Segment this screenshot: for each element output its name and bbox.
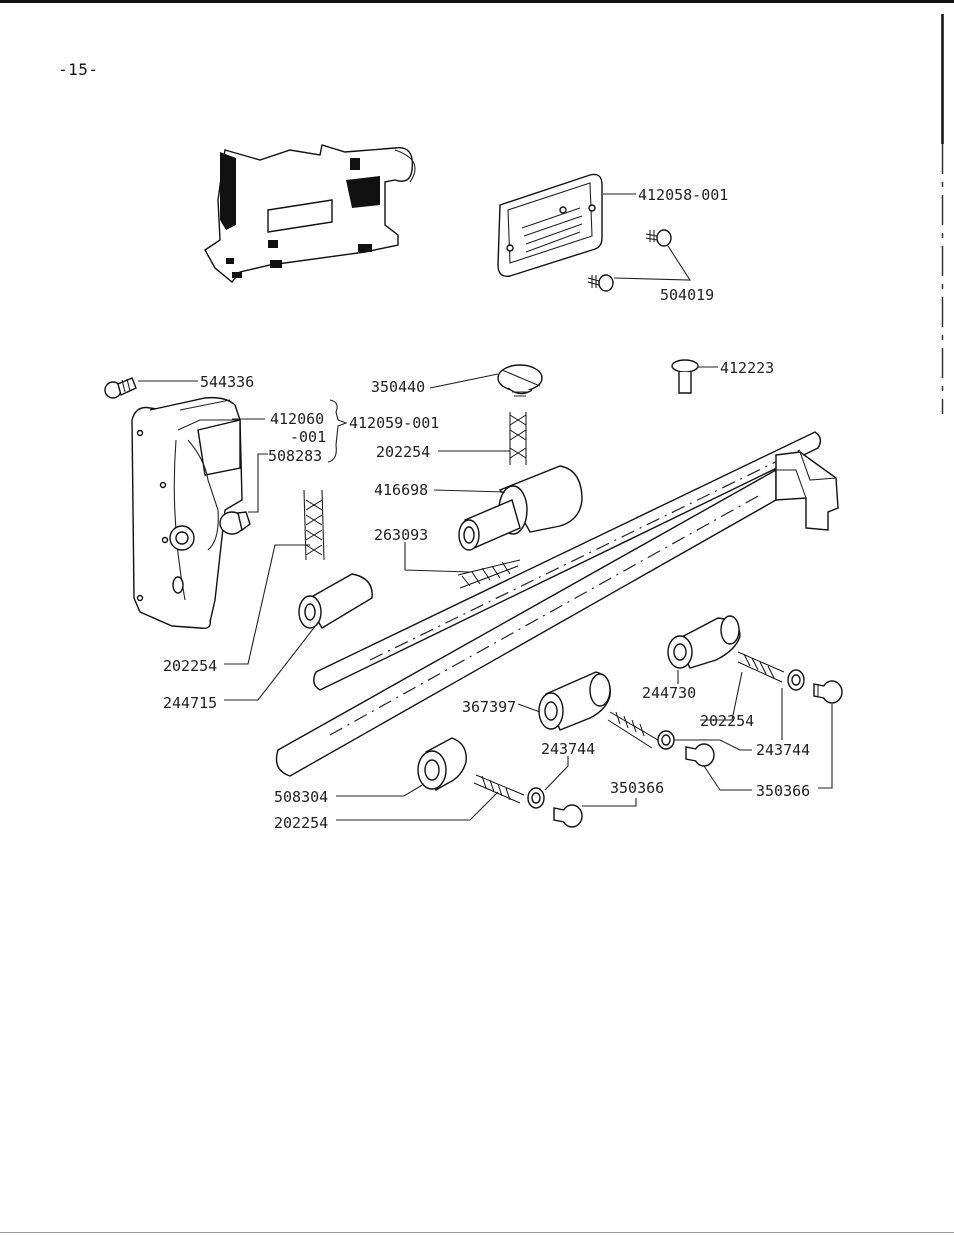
washer-middle bbox=[657, 730, 675, 750]
label-cover-screws: 504019 bbox=[660, 286, 714, 304]
bushing-upper bbox=[458, 465, 583, 551]
washer-right bbox=[787, 669, 805, 691]
label-stud: 412223 bbox=[720, 359, 774, 377]
label-wick-right: 202254 bbox=[700, 712, 754, 730]
label-bushing-left: 244715 bbox=[163, 694, 217, 712]
bushing-right-upper bbox=[667, 615, 741, 669]
label-oil-cap: 350440 bbox=[371, 378, 425, 396]
crank-shaft bbox=[275, 451, 839, 777]
label-screw-middle: 350366 bbox=[610, 779, 664, 797]
screw-middle bbox=[685, 743, 715, 767]
screw-lower bbox=[553, 804, 583, 828]
label-face-plate: 412060 bbox=[270, 410, 324, 428]
label-washer-middle: 243744 bbox=[541, 740, 595, 758]
wick-lower bbox=[473, 774, 525, 804]
oil-cap bbox=[497, 364, 543, 397]
scan-bottom-edge bbox=[0, 1232, 954, 1233]
label-wick-upper-bushing: 263093 bbox=[374, 526, 428, 544]
bushing-left bbox=[298, 573, 373, 629]
cover-screw-upper bbox=[645, 229, 672, 247]
page-number: -15- bbox=[58, 60, 99, 79]
bushing-middle bbox=[538, 671, 611, 731]
label-bushing-lower: 508304 bbox=[274, 788, 328, 806]
wick-top bbox=[509, 412, 527, 465]
wick-left bbox=[303, 489, 325, 561]
label-wick-lower: 202254 bbox=[274, 814, 328, 832]
label-bushing-middle: 367397 bbox=[462, 698, 516, 716]
label-washer-right: 243744 bbox=[756, 741, 810, 759]
scan-top-edge bbox=[0, 0, 954, 3]
face-plate bbox=[131, 396, 243, 630]
label-wick-left: 202254 bbox=[163, 657, 217, 675]
scan-right-edge bbox=[941, 14, 944, 414]
label-face-plate-assembly: 412059-001 bbox=[349, 414, 439, 432]
label-bushing-right-upper: 244730 bbox=[642, 684, 696, 702]
label-top-cover-plate: 412058-001 bbox=[638, 186, 728, 204]
label-screw-right: 350366 bbox=[756, 782, 810, 800]
wick-right bbox=[737, 651, 785, 683]
label-wick-top: 202254 bbox=[376, 443, 430, 461]
label-face-plate-plug: 508283 bbox=[268, 447, 322, 465]
arm-shaft bbox=[313, 431, 822, 691]
bushing-lower bbox=[417, 737, 467, 792]
stud bbox=[671, 359, 699, 394]
wick-upper-bushing bbox=[457, 559, 521, 589]
label-bushing-upper: 416698 bbox=[374, 481, 428, 499]
screw-right bbox=[813, 680, 843, 704]
cover-screw-lower bbox=[587, 274, 614, 292]
face-plate-screw bbox=[104, 377, 137, 399]
machine-head-thumbnail bbox=[204, 144, 416, 283]
wick-middle bbox=[607, 711, 659, 749]
label-face-plate-screw: 544336 bbox=[200, 373, 254, 391]
label-face-plate-suffix: -001 bbox=[290, 428, 326, 446]
top-cover-plate bbox=[497, 173, 603, 277]
washer-lower bbox=[527, 787, 545, 809]
face-plate-plug bbox=[219, 511, 251, 535]
